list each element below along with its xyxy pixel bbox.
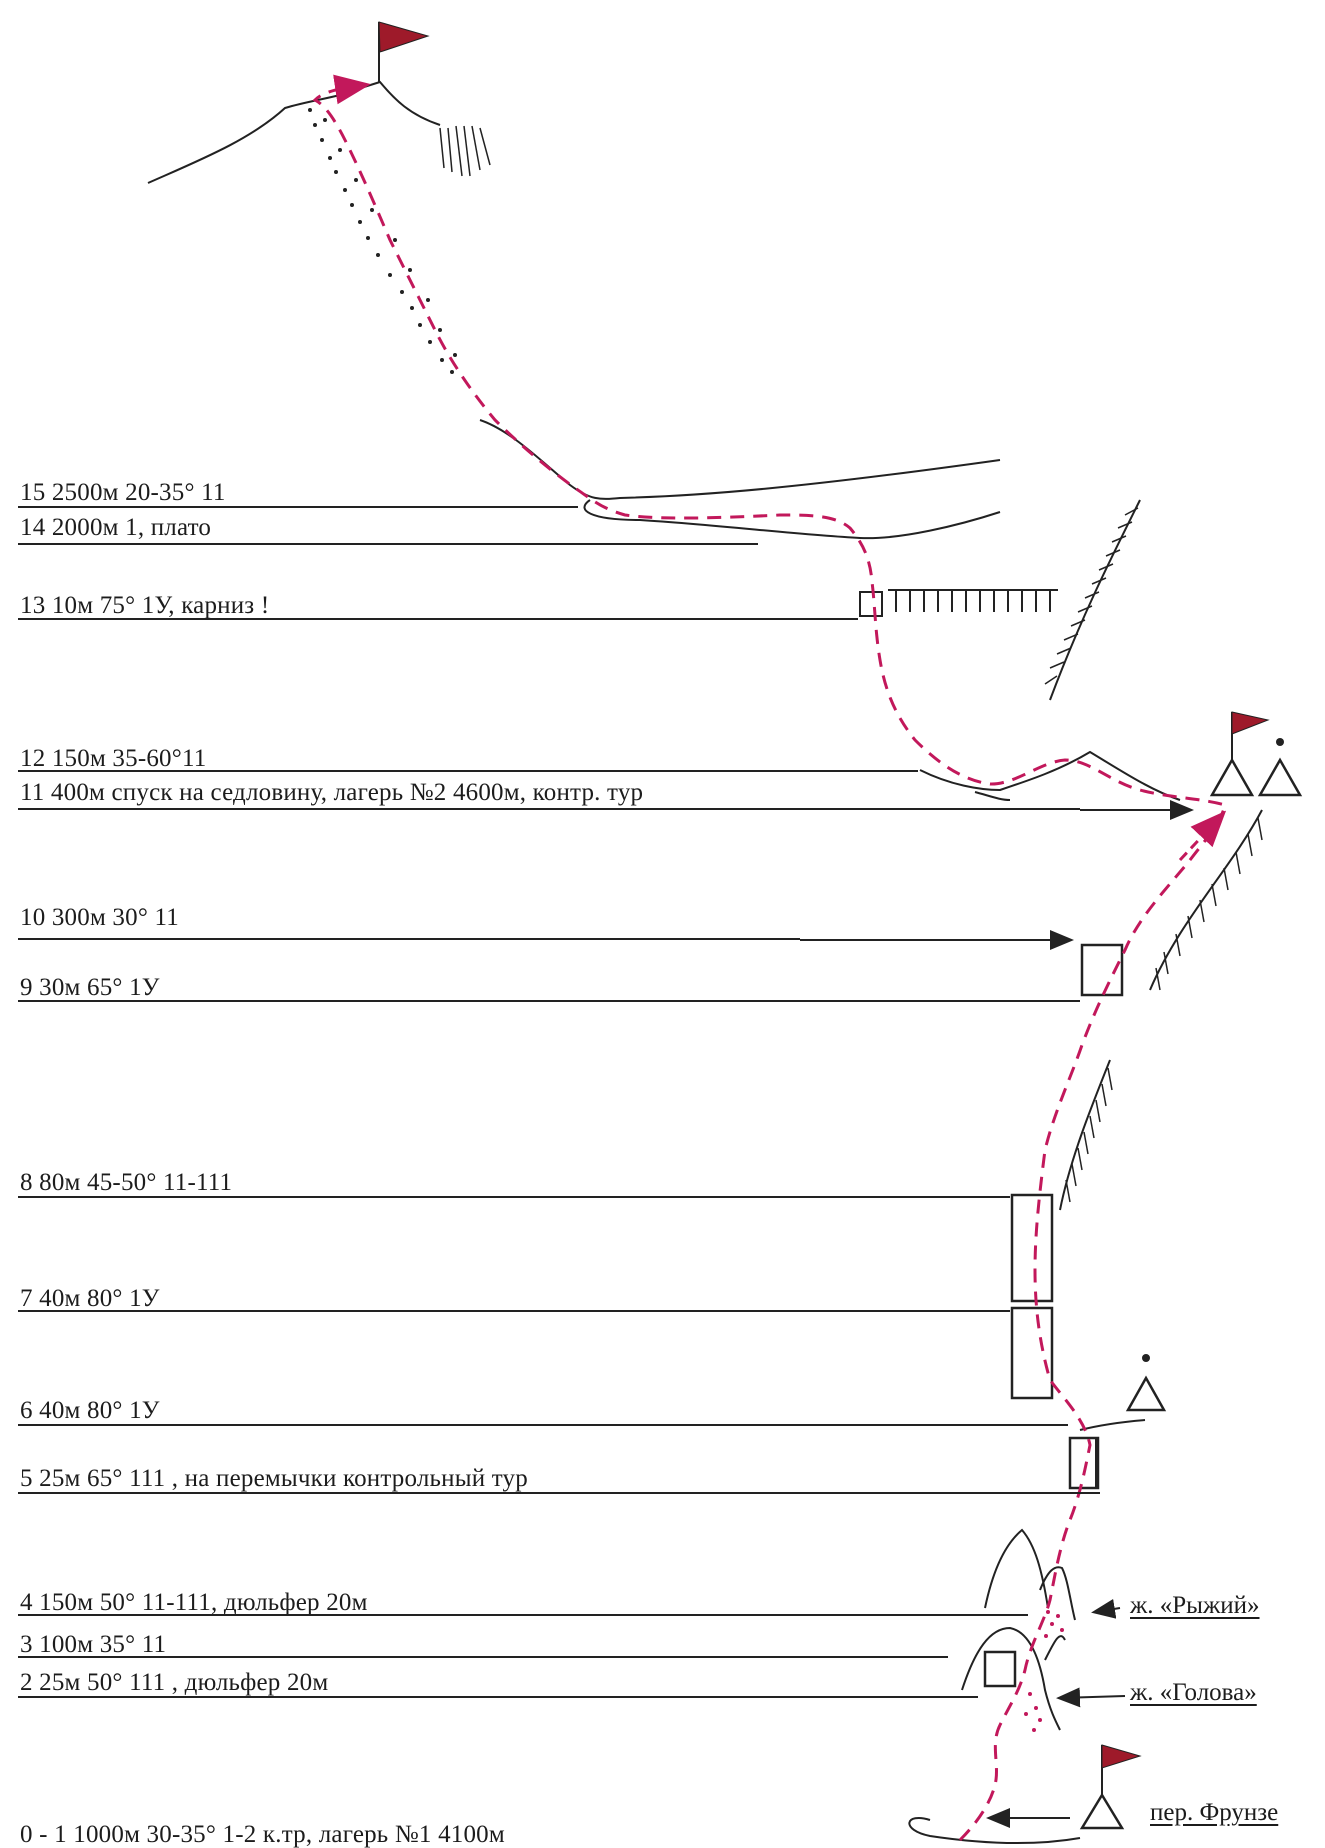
ice-wall bbox=[1049, 499, 1141, 701]
plateau-ridge bbox=[479, 419, 1001, 500]
pitch-6-rule bbox=[18, 1424, 1068, 1426]
pitch-15-label: 15 2500м 20-35° 11 bbox=[20, 479, 226, 506]
pitch-11-label: 11 400м спуск на седловину, лагерь №2 46… bbox=[20, 779, 644, 806]
ref-golova-label: ж. «Голова» bbox=[1130, 1679, 1257, 1706]
pitch-11-rule bbox=[18, 808, 1080, 810]
cornice-hatching bbox=[888, 589, 1058, 612]
pitch-10-rule bbox=[18, 938, 800, 940]
rock-rib-upper bbox=[1149, 809, 1263, 991]
ref-pass-label: пер. Фрунзе bbox=[1150, 1799, 1279, 1826]
start-loop bbox=[908, 1817, 1081, 1845]
pitch-5-step bbox=[1068, 1436, 1100, 1490]
golova-step bbox=[983, 1650, 1017, 1688]
pitch-13-rule bbox=[18, 618, 858, 620]
pitch-8-label: 8 80м 45-50° 11-111 bbox=[20, 1169, 233, 1196]
pitch-5-rule bbox=[18, 1492, 1100, 1494]
pitch-3-label: 3 100м 35° 11 bbox=[20, 1631, 167, 1658]
pitch-2-label: 2 25м 50° 111 , дюльфер 20м bbox=[20, 1669, 329, 1696]
control-cairn-icon-2 bbox=[1125, 1354, 1167, 1412]
pitch-12-rule bbox=[18, 770, 918, 772]
route-line bbox=[312, 74, 1227, 1842]
pitch-12-label: 12 150м 35-60°11 bbox=[20, 745, 207, 772]
saddle-ridge bbox=[919, 750, 1181, 801]
gendarme-golova bbox=[961, 1626, 1061, 1731]
pitch-10-label: 10 300м 30° 11 bbox=[20, 904, 179, 931]
cairn-flag-icon bbox=[1209, 711, 1270, 797]
scree-dots bbox=[308, 108, 457, 374]
pitch-13-label: 13 10м 75° 1У, карниз ! bbox=[20, 592, 270, 619]
pass-flag-icon bbox=[1079, 1744, 1142, 1830]
pitch-9-label: 9 30м 65° 1У bbox=[20, 974, 160, 1001]
pitch-6-label: 6 40м 80° 1У bbox=[20, 1397, 160, 1424]
pitch-7-rule bbox=[18, 1310, 1010, 1312]
pitch-7-step bbox=[1010, 1306, 1054, 1400]
pitch-4-label: 4 150м 50° 11-111, дюльфер 20м bbox=[20, 1589, 368, 1616]
ref-ryzhiy-label: ж. «Рыжий» bbox=[1130, 1592, 1260, 1619]
pitch-0-1-label: 0 - 1 1000м 30-35° 1-2 к.тр, лагерь №1 4… bbox=[20, 1821, 505, 1848]
pitch-9-step bbox=[1080, 943, 1124, 997]
ice-hatching-icon bbox=[439, 125, 491, 177]
pitch-14-rule bbox=[18, 543, 758, 545]
pitch-2-rule bbox=[18, 1696, 978, 1698]
pitch-3-rule bbox=[18, 1656, 948, 1658]
pitch-14-label: 14 2000м 1, плато bbox=[20, 514, 212, 541]
pitch-5-label: 5 25м 65° 111 , на перемычки контрольный… bbox=[20, 1465, 528, 1492]
summit-flag-icon bbox=[378, 21, 430, 82]
pitch-7-label: 7 40м 80° 1У bbox=[20, 1285, 160, 1312]
pitch-15-rule bbox=[18, 506, 578, 508]
pitch-8-step bbox=[1010, 1193, 1054, 1303]
gendarme-ryzhiy bbox=[984, 1528, 1049, 1609]
rock-step-icon bbox=[859, 591, 883, 617]
pitch-9-rule bbox=[18, 1000, 1080, 1002]
summit-ridge bbox=[147, 80, 441, 184]
pitch-4-rule bbox=[18, 1614, 1028, 1616]
pitch-8-rule bbox=[18, 1196, 1010, 1198]
control-cairn-icon bbox=[1257, 738, 1303, 797]
plateau-lower-edge bbox=[583, 499, 1001, 540]
rock-rib-lower bbox=[1059, 1059, 1111, 1211]
